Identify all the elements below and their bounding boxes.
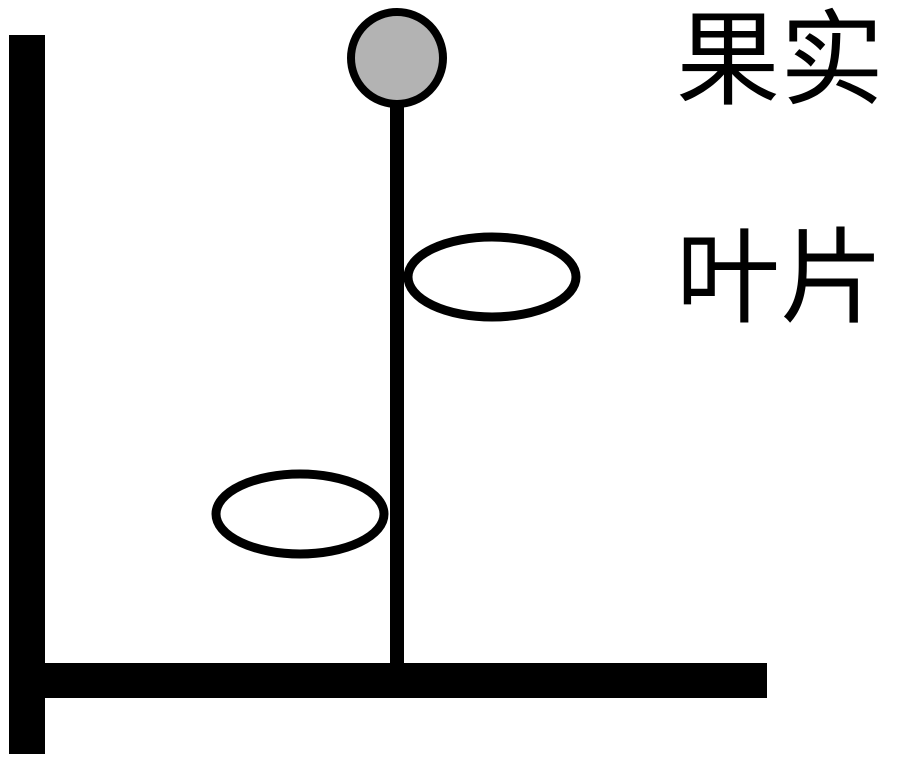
horizontal-axis [9,663,767,698]
plant-stem [390,95,404,667]
lower-leaf [211,469,389,559]
leaf-label: 叶片 [676,217,885,339]
vertical-axis [9,35,45,754]
fruit-label: 果实 [676,0,885,121]
upper-leaf [403,232,581,322]
fruit-circle [347,8,447,108]
